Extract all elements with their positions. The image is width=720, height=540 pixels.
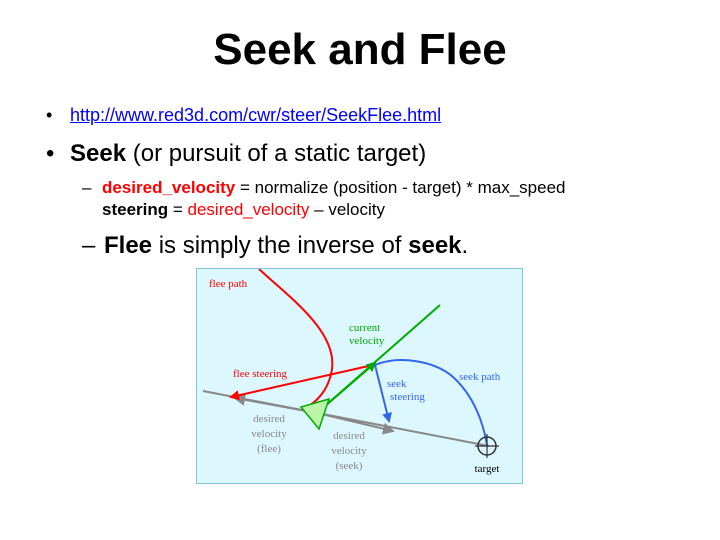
sub-dash: – (82, 178, 92, 197)
label-desired-flee-3: (flee) (257, 443, 281, 455)
flee-steering-arrow (229, 364, 374, 401)
label-seek-steering-2: steering (390, 391, 425, 403)
formula-2-eq: = (168, 200, 188, 219)
flee-seek-bold: seek (408, 232, 462, 259)
flee-end: . (461, 232, 469, 259)
seek-rest: (or pursuit of a static target) (126, 140, 427, 167)
flee-path-curve (258, 269, 334, 410)
flee-text: Flee is simply the inverse of seek. (104, 232, 468, 260)
formula-block: desired_velocity = normalize (position -… (102, 177, 566, 221)
label-desired-seek-3: (seek) (336, 460, 363, 472)
flee-mid: is simply the inverse of (152, 232, 409, 259)
seek-flee-diagram: flee path current velocity flee steering… (196, 268, 523, 484)
bullet-dot: • (46, 140, 55, 167)
diagram-svg: flee path current velocity flee steering… (202, 269, 501, 475)
reference-link[interactable]: http://www.red3d.com/cwr/steer/SeekFlee.… (70, 105, 442, 125)
seek-text: Seek (or pursuit of a static target) (70, 140, 426, 168)
label-desired-flee-1: desired (253, 413, 285, 425)
label-desired-seek-2: velocity (331, 445, 367, 457)
agent-triangle (299, 397, 331, 431)
label-current-velocity-2: velocity (349, 335, 385, 347)
seek-steering-arrow (374, 364, 392, 423)
formula-2-rest: – velocity (309, 200, 386, 219)
flee-bold: Flee (104, 232, 153, 259)
formula-line-1: desired_velocity = normalize (position -… (102, 177, 566, 199)
sub-dash: – (82, 232, 96, 259)
desired-velocity-term: desired_velocity (102, 178, 236, 197)
bullet-dot: • (46, 105, 53, 125)
formula-line-2: steering = desired_velocity – velocity (102, 199, 566, 221)
desired-velocity-seek-arrow (316, 412, 395, 435)
label-target: target (475, 463, 500, 475)
label-current-velocity-1: current (349, 322, 380, 334)
label-seek-path: seek path (459, 371, 501, 383)
formula-1-rest: = normalize (position - target) * max_sp… (235, 178, 566, 197)
label-flee-path: flee path (209, 278, 248, 290)
formula-2-red: desired_velocity (187, 200, 310, 219)
seek-bold: Seek (70, 140, 127, 167)
slide-title: Seek and Flee (213, 25, 507, 74)
label-desired-seek-1: desired (333, 430, 365, 442)
label-flee-steering: flee steering (233, 368, 288, 380)
seek-path-curve (374, 359, 488, 446)
steering-term: steering (102, 200, 169, 219)
label-seek-steering-1: seek (387, 378, 407, 390)
label-desired-flee-2: velocity (251, 428, 287, 440)
